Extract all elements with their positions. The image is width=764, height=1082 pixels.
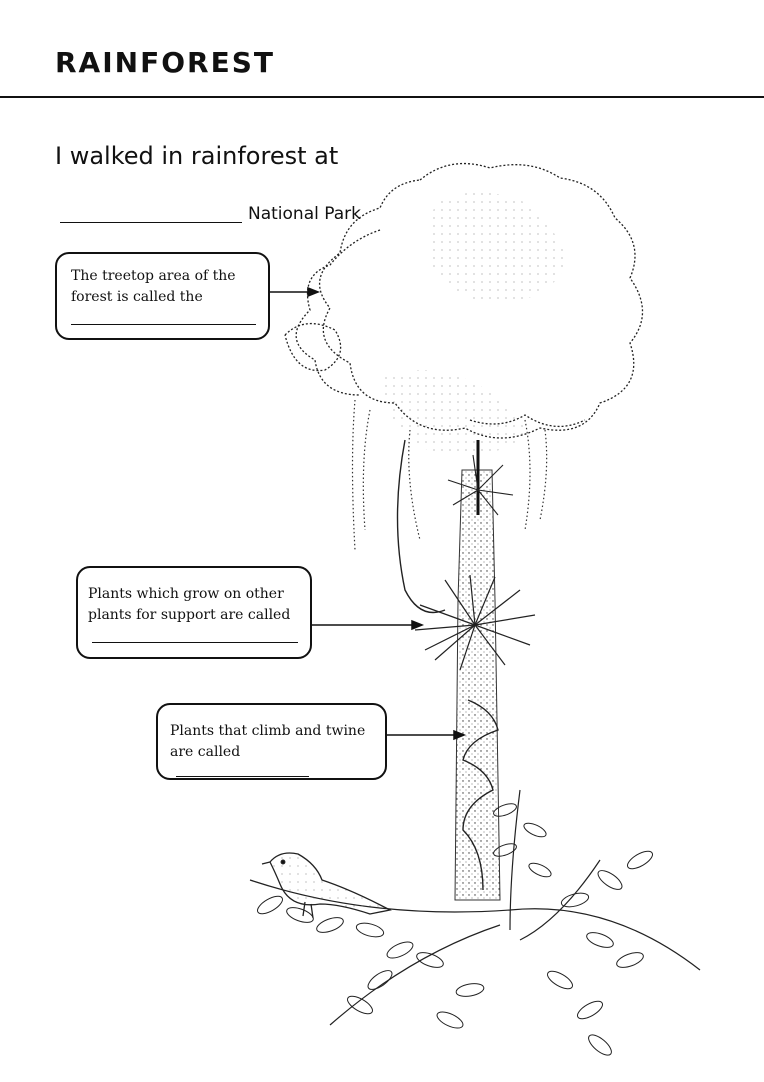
undergrowth-ferns (249, 789, 701, 1056)
question-2-line2: plants for support are called (88, 607, 291, 623)
bird (261, 852, 392, 919)
question-3-line2: are called (170, 744, 241, 760)
question-1-answer-blank[interactable] (71, 324, 256, 325)
park-suffix-label: National Park (248, 204, 361, 224)
header-divider (0, 96, 764, 98)
canopy (284, 162, 643, 439)
climber-question-box: Plants that climb and twine are called (156, 703, 387, 780)
epiphyte-question-box: Plants which grow on other plants for su… (76, 566, 312, 659)
park-name-blank[interactable] (60, 222, 242, 223)
question-2-answer-blank[interactable] (92, 642, 298, 643)
question-3-line1: Plants that climb and twine (170, 723, 366, 739)
question-1-line2: forest is called the (71, 289, 203, 305)
page-title: RAINFOREST (55, 46, 275, 79)
canopy-epiphyte (447, 454, 514, 516)
climbing-vine (396, 439, 499, 891)
question-2-line1: Plants which grow on other (88, 586, 284, 602)
arrows (270, 286, 467, 741)
epiphyte (414, 574, 536, 671)
question-3-answer-blank[interactable] (176, 776, 309, 777)
treetop-question-box: The treetop area of the forest is called… (55, 252, 270, 340)
canopy-shading (380, 192, 570, 456)
hanging-vines (351, 399, 548, 551)
question-1-line1: The treetop area of the (71, 268, 236, 284)
intro-text: I walked in rainforest at (55, 142, 339, 170)
